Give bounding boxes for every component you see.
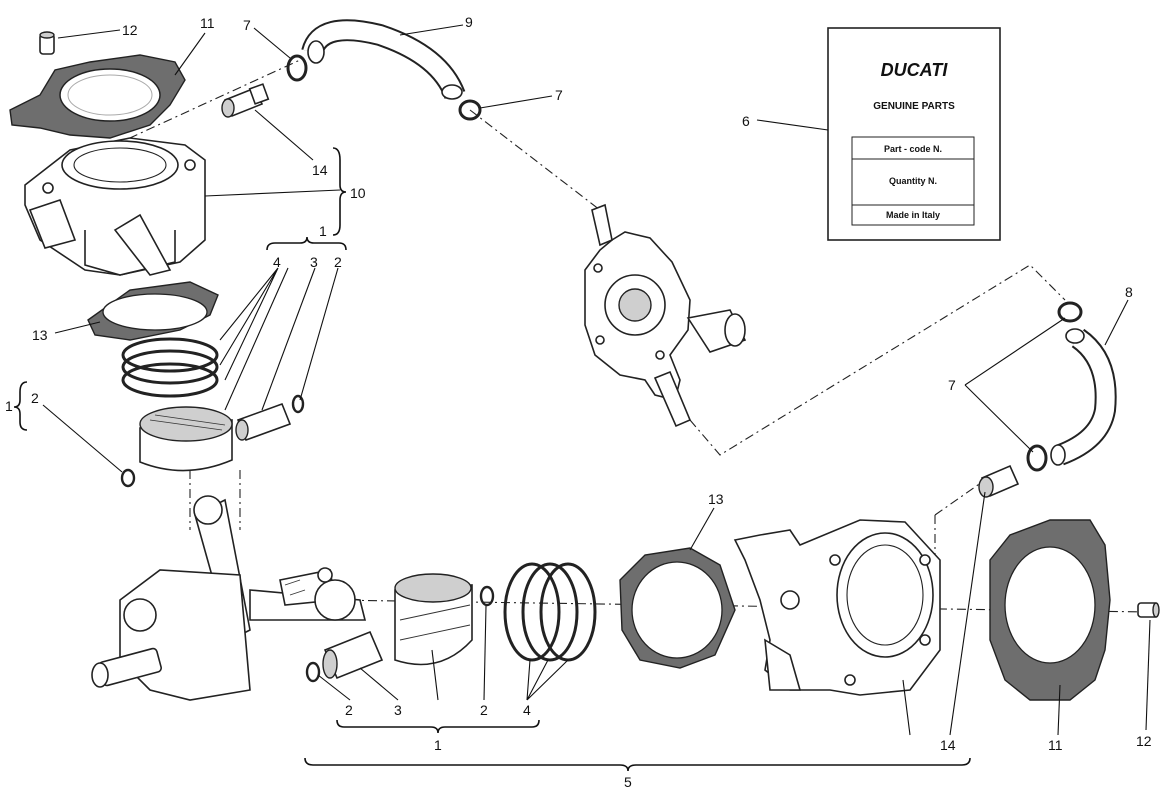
booklet-brand: DUCATI — [881, 60, 949, 80]
base-gasket-bottom — [619, 547, 736, 669]
piston-rings-top — [121, 337, 219, 398]
genuine-parts-booklet: DUCATI GENUINE PARTS Part - code N. Quan… — [827, 27, 1001, 241]
base-gasket-top — [87, 281, 219, 341]
braces — [13, 147, 971, 772]
callout-11-bottom: 11 — [1048, 737, 1063, 753]
cylinder-barrel-top — [24, 137, 206, 276]
hose-clamp-right-top — [1057, 301, 1083, 323]
callout-6: 6 — [742, 113, 750, 129]
leader-lines — [42, 24, 1151, 736]
circlip-top-right — [291, 394, 305, 414]
callout-13-top: 13 — [32, 327, 48, 343]
callout-12-top: 12 — [122, 22, 138, 38]
callout-9: 9 — [465, 14, 473, 30]
callout-2-bottom-left: 2 — [345, 702, 353, 718]
booklet-origin-field: Made in Italy — [886, 210, 940, 220]
head-gasket-top — [9, 54, 186, 139]
piston-rings-bottom — [503, 562, 597, 662]
water-pump — [584, 203, 747, 428]
callout-1-bottom: 1 — [434, 737, 442, 753]
coolant-fitting-bottom — [978, 464, 1020, 498]
circlip-bottom-right — [479, 585, 495, 607]
callout-13-bottom: 13 — [708, 491, 724, 507]
dowel-pin-top — [39, 31, 55, 55]
callout-12-bottom: 12 — [1136, 733, 1152, 749]
callout-10: 10 — [350, 185, 366, 201]
crankshaft-assembly — [91, 495, 367, 701]
hose-clamp-top-left — [286, 54, 308, 82]
piston-bottom — [394, 573, 473, 666]
callout-1-left: 1 — [5, 398, 13, 414]
callout-7-right: 7 — [948, 377, 956, 393]
hose-clamp-top-right — [458, 99, 482, 121]
callout-4-bottom: 4 — [523, 702, 531, 718]
callout-7-top-left: 7 — [243, 17, 251, 33]
callout-3-top: 3 — [310, 254, 318, 270]
callout-2-top: 2 — [334, 254, 342, 270]
callout-14-bottom: 14 — [940, 737, 956, 753]
dowel-pin-bottom — [1137, 602, 1160, 618]
callout-2-bottom-right: 2 — [480, 702, 488, 718]
callout-3-bottom: 3 — [394, 702, 402, 718]
circlip-bottom-left — [305, 661, 321, 683]
piston-top — [139, 406, 233, 472]
circlip-top-left — [120, 468, 136, 488]
piston-pin-top — [235, 402, 292, 442]
callout-8: 8 — [1125, 284, 1133, 300]
cylinder-barrel-bottom — [733, 519, 941, 696]
callout-11-top: 11 — [200, 15, 215, 31]
callout-14-top: 14 — [312, 162, 328, 178]
callout-4-top: 4 — [273, 254, 281, 270]
callout-7-top-right: 7 — [555, 87, 563, 103]
hose-clamp-right-bottom — [1026, 444, 1048, 472]
callout-2-left: 2 — [31, 390, 39, 406]
piston-pin-bottom — [322, 630, 384, 680]
coolant-fitting-top — [221, 83, 270, 118]
booklet-subtitle: GENUINE PARTS — [873, 101, 955, 112]
callout-1-top: 1 — [319, 223, 327, 239]
coolant-hose-right — [1050, 328, 1117, 466]
callout-labels: 12 11 7 9 7 14 10 1 4 3 2 13 1 2 6 8 7 1… — [5, 14, 1152, 790]
head-gasket-bottom — [989, 519, 1111, 701]
booklet-quantity-field: Quantity N. — [889, 176, 937, 186]
coolant-hose-top — [301, 19, 466, 100]
callout-5: 5 — [624, 774, 632, 790]
booklet-part-code-field: Part - code N. — [884, 144, 942, 154]
